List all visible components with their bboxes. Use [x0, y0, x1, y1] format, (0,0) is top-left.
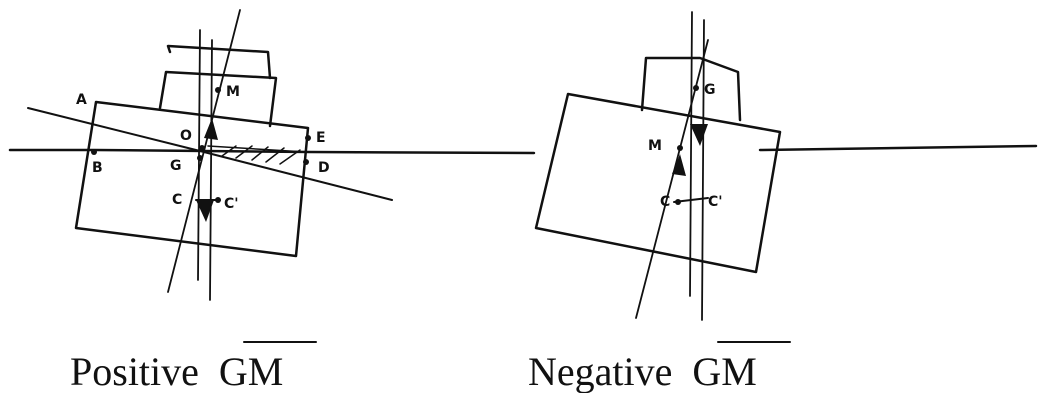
emerged-wedge — [207, 145, 307, 165]
point-O-left — [199, 145, 205, 151]
heeled-waterline — [27, 107, 393, 201]
positive-gm-figure: A M O E B G D C C' Positive GM — [8, 9, 536, 393]
hull-box — [74, 100, 310, 258]
point-G-right — [693, 85, 699, 91]
weight-arrow-negative — [690, 124, 708, 146]
weight-arrow — [196, 200, 214, 222]
point-B — [91, 149, 97, 155]
vertical-line-1 — [197, 29, 201, 281]
vertical-line-4 — [701, 19, 705, 321]
caption-positive-symbol: GM — [219, 349, 283, 393]
label-M-left: M — [226, 84, 240, 100]
label-O-left: O — [180, 128, 192, 144]
label-C-left: C — [172, 192, 182, 208]
label-A: A — [76, 92, 87, 108]
buoyancy-arrow-negative — [672, 154, 686, 176]
label-G-right: G — [704, 82, 716, 98]
label-G-left: G — [170, 158, 182, 174]
label-M-right: M — [648, 138, 662, 154]
point-D — [303, 159, 309, 165]
label-C-prime-left: C' — [224, 196, 239, 212]
point-G-left — [197, 155, 203, 161]
label-C-prime-right: C' — [708, 194, 723, 210]
caption-negative-word: Negative — [528, 349, 672, 393]
inclined-axis — [167, 9, 241, 293]
caption-positive: Positive GM — [70, 349, 283, 393]
label-B: B — [92, 160, 103, 176]
point-M-left — [215, 87, 221, 93]
superstructure-negative — [640, 56, 742, 122]
label-C-right: C — [660, 194, 670, 210]
vertical-line-2 — [209, 39, 213, 301]
point-C-right — [675, 199, 681, 205]
point-M-right — [677, 145, 683, 151]
inclined-axis-negative — [635, 39, 709, 319]
buoyancy-arrow — [204, 118, 218, 140]
point-E — [305, 135, 311, 141]
point-C-prime-left — [215, 197, 221, 203]
caption-positive-word: Positive — [70, 349, 199, 393]
negative-gm-figure: G M C C' Negative GM — [528, 11, 1038, 393]
caption-negative-symbol: GM — [692, 349, 756, 393]
caption-negative: Negative GM — [528, 349, 757, 393]
waterline-right — [758, 144, 1038, 152]
label-E: E — [316, 130, 326, 146]
superstructure — [158, 44, 278, 128]
label-D: D — [318, 160, 330, 176]
vertical-line-3 — [689, 11, 693, 297]
hull-box-negative — [534, 92, 782, 274]
